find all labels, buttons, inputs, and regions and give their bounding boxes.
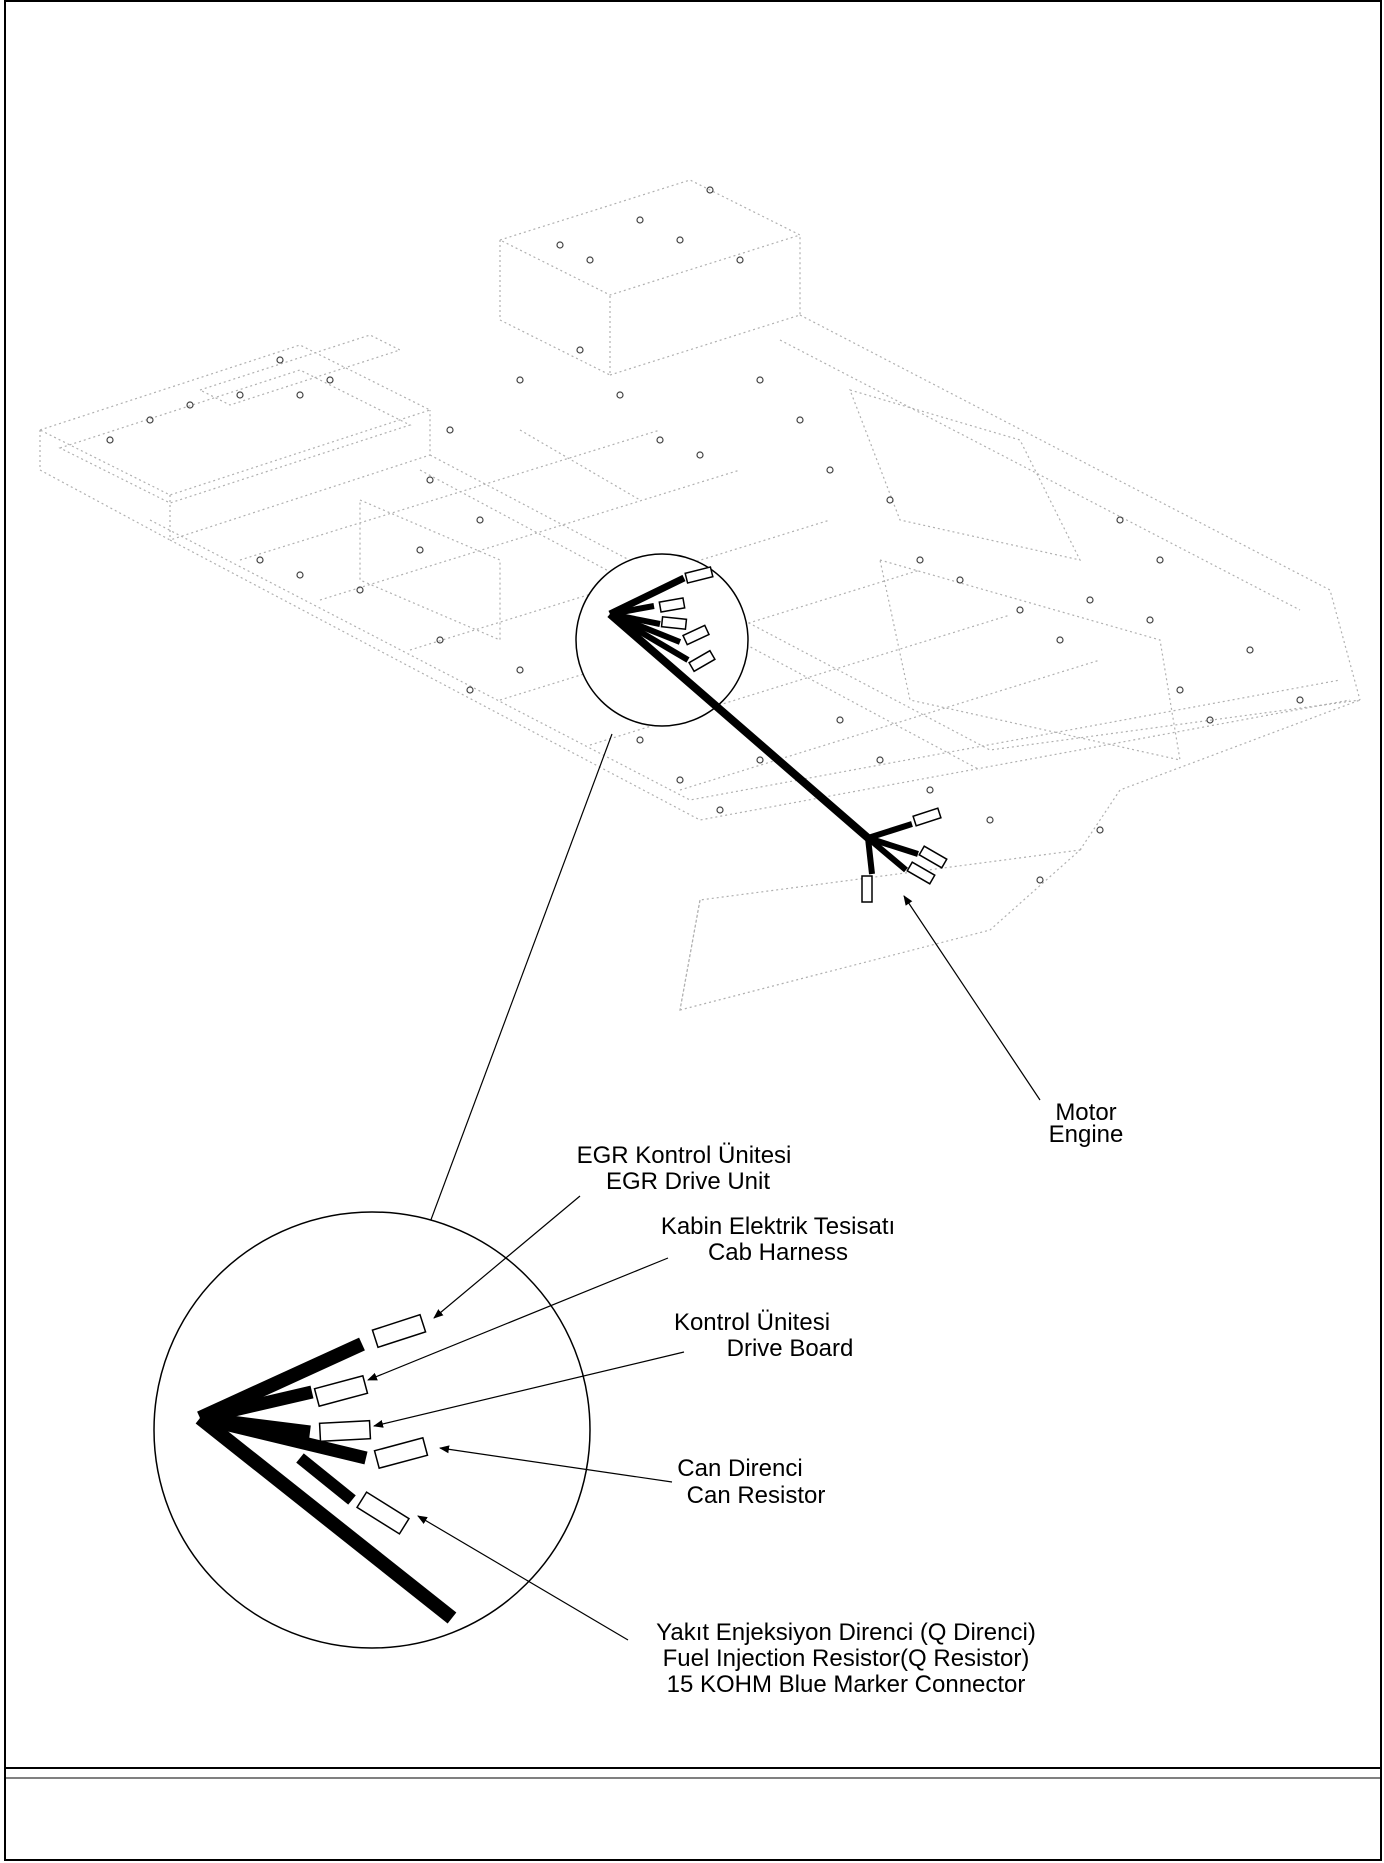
engine-label-tr: Motor: [1055, 1099, 1116, 1126]
drawing-border: [4, 0, 1382, 1861]
harness-small: [607, 574, 919, 875]
control-leader-line: [373, 1351, 685, 1428]
can-leader-line: [439, 1445, 673, 1483]
cab-label-en: Cab Harness: [708, 1239, 848, 1266]
fuel-label-en: Fuel Injection Resistor(Q Resistor): [663, 1645, 1030, 1672]
detail-labels: EGR Kontrol Ünitesi EGR Drive Unit Kabin…: [577, 1142, 1036, 1698]
egr-label-en: EGR Drive Unit: [606, 1168, 770, 1195]
cab-label-tr: Kabin Elektrik Tesisatı: [661, 1213, 895, 1240]
connectors-small: [658, 566, 948, 903]
connectors-detail: [313, 1313, 429, 1535]
egr-label-tr: EGR Kontrol Ünitesi: [577, 1142, 792, 1169]
control-label-en: Drive Board: [727, 1335, 854, 1362]
harness-detail: [195, 1337, 457, 1624]
can-label-tr: Can Direnci: [677, 1455, 802, 1482]
chassis-frame: [38, 179, 1361, 1011]
zoom-circle-detail: [153, 1211, 591, 1649]
fuel-label-note: 15 KOHM Blue Marker Connector: [667, 1671, 1026, 1698]
fuel-label-tr: Yakıt Enjeksiyon Direnci (Q Direnci): [656, 1619, 1036, 1646]
engine-label-en: Engine: [1049, 1121, 1124, 1148]
control-label-tr: Kontrol Ünitesi: [674, 1309, 830, 1336]
engine-leader-line: [903, 895, 1041, 1101]
egr-leader-line: [433, 1195, 581, 1319]
zoom-circle-small: [575, 553, 749, 727]
chassis-bolt-holes: [106, 186, 1304, 884]
zoom-connector-line: [409, 733, 613, 1277]
cab-leader-line: [367, 1257, 669, 1381]
fuel-leader-line: [417, 1515, 629, 1641]
can-label-en: Can Resistor: [687, 1482, 826, 1509]
detail-leaders: [367, 1195, 685, 1641]
